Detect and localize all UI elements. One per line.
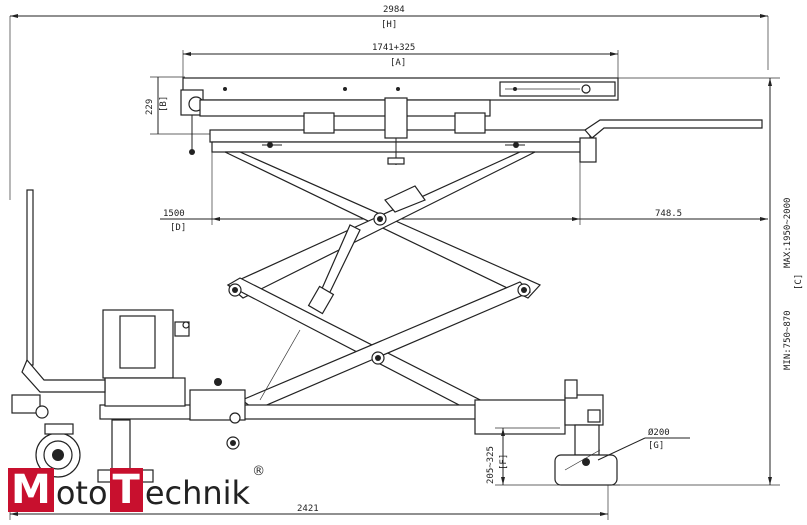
dimension-wheel-diameter: Ø200 [G] bbox=[597, 427, 690, 461]
wheel-height-value: 205~325 bbox=[486, 446, 496, 484]
base-length-value: 2421 bbox=[297, 504, 319, 514]
overall-length-value: 2984 bbox=[383, 5, 405, 15]
wheel-diameter-tag: [G] bbox=[648, 441, 664, 451]
overall-length-tag: [H] bbox=[381, 20, 397, 30]
lift-tag: [C] bbox=[794, 274, 804, 290]
dimension-overall-length: 2984 [H] bbox=[9, 5, 769, 200]
platform-height-tag: [B] bbox=[159, 96, 169, 112]
dimension-wheel-height: 205~325 [F] bbox=[486, 427, 560, 485]
logo-registered-mark: ® bbox=[252, 464, 266, 479]
base-frame bbox=[11, 189, 604, 483]
logo-letter-m: M bbox=[8, 468, 54, 512]
dimension-lift-height: MAX:1950~2000 MIN:750~870 [C] bbox=[590, 77, 804, 486]
wheel-diameter-value: Ø200 bbox=[648, 427, 670, 438]
upper-frame-value: 1500 bbox=[163, 209, 185, 219]
dimension-upper-frame: 1500 [D] 748.5 bbox=[160, 152, 768, 233]
platform-height-value: 229 bbox=[145, 99, 155, 115]
platform bbox=[180, 77, 763, 165]
wheel-height-tag: [F] bbox=[499, 454, 509, 470]
rear-wheel bbox=[554, 424, 618, 486]
upper-offset-value: 748.5 bbox=[655, 209, 682, 219]
lift-max-value: MAX:1950~2000 bbox=[783, 198, 793, 268]
upper-frame-tag: [D] bbox=[170, 223, 186, 233]
platform-length-value: 1741+325 bbox=[372, 43, 415, 53]
dimension-platform-length: 1741+325 [A] bbox=[182, 43, 619, 80]
logo-letter-t: T bbox=[109, 468, 143, 512]
scissor-mechanism bbox=[224, 151, 542, 421]
logo-word-echnik: echnik bbox=[144, 474, 251, 512]
dimension-platform-height: 229 [B] bbox=[145, 76, 210, 135]
brand-logo: M oto T echnik ® bbox=[8, 462, 265, 512]
platform-length-tag: [A] bbox=[390, 58, 406, 68]
logo-word-oto: oto bbox=[55, 474, 108, 512]
lift-min-value: MIN:750~870 bbox=[783, 310, 793, 370]
